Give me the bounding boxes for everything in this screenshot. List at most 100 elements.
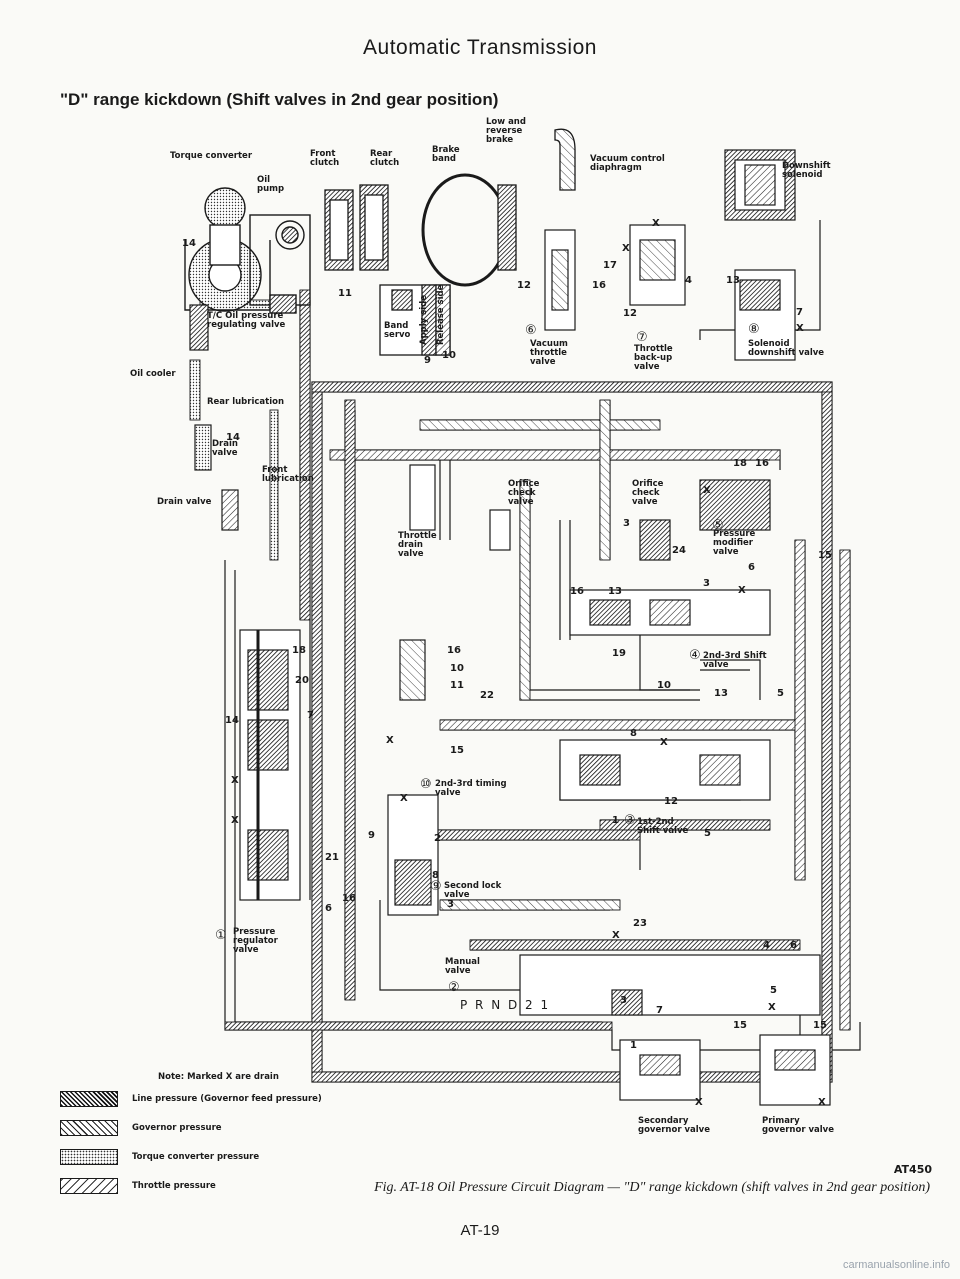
label-oil-cooler: Oil cooler: [130, 369, 176, 379]
port-number: 19: [612, 648, 626, 659]
circled-number-10: ⑩: [420, 777, 432, 792]
drain-mark: X: [400, 793, 408, 804]
label-drain-valve-lower: Drain valve: [157, 497, 212, 507]
legend-swatch: [60, 1178, 118, 1194]
drain-mark: X: [818, 1097, 826, 1108]
label-band-servo: Band servo: [384, 321, 411, 340]
port-number: 22: [480, 690, 494, 701]
port-number: 2: [434, 833, 441, 844]
port-number: 9: [424, 355, 431, 366]
figure-code: AT450: [893, 1163, 932, 1176]
clutch-assemblies: [324, 128, 576, 287]
label-brake-band: Brake band: [432, 145, 460, 164]
port-number: 14: [182, 238, 196, 249]
port-number: 12: [517, 280, 531, 291]
legend-swatch: [60, 1120, 118, 1136]
watermark: carmanualsonline.info: [842, 1259, 950, 1271]
port-number: 15: [818, 550, 832, 561]
port-number: 3: [623, 518, 630, 529]
port-number: 14: [225, 715, 239, 726]
port-number: 1: [630, 1040, 637, 1051]
port-number: 7: [656, 1005, 663, 1016]
port-number: 23: [633, 918, 647, 929]
page-number: AT-19: [460, 1222, 500, 1239]
circled-number-6: ⑥: [525, 323, 537, 338]
drain-mark: X: [386, 735, 394, 746]
drain-mark: X: [652, 218, 660, 229]
drain-mark: X: [231, 775, 239, 786]
port-number: 9: [368, 830, 375, 841]
label-timing-valve-2-3: 2nd-3rd timing valve: [435, 779, 507, 798]
port-number: 12: [664, 796, 678, 807]
port-number: 8: [630, 728, 637, 739]
port-number: 10: [657, 680, 671, 691]
port-number: 8: [432, 870, 439, 881]
label-front-lubrication: Front lubrication: [262, 465, 314, 484]
label-drain-valve-upper: Drain valve: [212, 439, 238, 458]
label-second-lock-valve: Second lock valve: [444, 881, 502, 900]
port-number: 12: [623, 308, 637, 319]
label-solenoid-downshift-valve: Solenoid downshift valve: [748, 339, 825, 358]
port-number: 24: [672, 545, 686, 556]
port-number: 16: [342, 893, 356, 904]
circled-number-2: ②: [448, 980, 460, 995]
legend-label: Governor pressure: [132, 1123, 222, 1133]
legend-swatch: [60, 1149, 118, 1165]
port-number: 14: [226, 432, 240, 443]
label-downshift-solenoid: Downshift solenoid: [782, 161, 831, 180]
port-number: 16: [592, 280, 606, 291]
label-low-reverse-brake: Low and reverse brake: [486, 117, 526, 145]
label-rear-lubrication: Rear lubrication: [207, 397, 284, 407]
port-number: 11: [450, 680, 464, 691]
label-torque-converter: Torque converter: [170, 151, 253, 161]
label-apply-side: Apply side: [419, 295, 429, 345]
circled-number-1: ①: [215, 928, 227, 943]
diagram-title: "D" range kickdown (Shift valves in 2nd …: [60, 90, 499, 109]
label-release-side: Release side: [436, 284, 446, 345]
port-number: 13: [608, 586, 622, 597]
port-number: 15: [813, 1020, 827, 1031]
label-orifice-check-valve-2: Orifice check valve: [632, 479, 664, 507]
label-throttle-drain-valve: Throttle drain valve: [398, 531, 437, 559]
label-pressure-regulator-valve: Pressure regulator valve: [233, 927, 278, 955]
label-orifice-check-valve-1: Orifice check valve: [508, 479, 540, 507]
page-header: Automatic Transmission: [363, 36, 597, 59]
port-number: 7: [796, 307, 803, 318]
figure-caption: Fig. AT-18 Oil Pressure Circuit Diagram …: [374, 1180, 930, 1195]
label-vacuum-throttle-valve: Vacuum throttle valve: [530, 339, 568, 367]
label-prnd21: P R N D 2 1: [460, 998, 551, 1012]
valve-bodies: [189, 149, 831, 1106]
circled-number-7: ⑦: [636, 330, 648, 345]
label-shift-valve-2-3: 2nd-3rd Shift valve: [703, 651, 767, 670]
label-throttle-backup-valve: Throttle back-up valve: [634, 344, 673, 372]
port-number: 16: [447, 645, 461, 656]
port-number: 18: [292, 645, 306, 656]
port-number: 10: [450, 663, 464, 674]
port-number: 7: [307, 710, 314, 721]
port-number: 5: [704, 828, 711, 839]
drain-mark: X: [622, 243, 630, 254]
port-number: 6: [325, 903, 332, 914]
label-tc-regulating-valve: T/C Oil pressure regulating valve: [207, 311, 286, 330]
drain-mark: X: [768, 1002, 776, 1013]
label-secondary-governor: Secondary governor valve: [638, 1116, 710, 1135]
legend-label: Torque converter pressure: [132, 1152, 260, 1162]
port-number: 3: [447, 899, 454, 910]
label-front-clutch: Front clutch: [310, 149, 340, 168]
port-number: 15: [450, 745, 464, 756]
legend: Line pressure (Governor feed pressure) G…: [60, 1090, 322, 1206]
port-number: 3: [703, 578, 710, 589]
port-number: 16: [570, 586, 584, 597]
port-number: 11: [338, 288, 352, 299]
port-number: 20: [295, 675, 309, 686]
legend-item: Throttle pressure: [60, 1177, 322, 1195]
drain-mark: X: [738, 585, 746, 596]
legend-note: Note: Marked X are drain: [158, 1072, 279, 1082]
label-pressure-modifier-valve: Pressure modifier valve: [713, 529, 756, 557]
legend-swatch: [60, 1091, 118, 1107]
circled-number-8: ⑧: [748, 322, 760, 337]
port-number: 17: [603, 260, 617, 271]
label-manual-valve: Manual valve: [445, 957, 480, 976]
label-shift-valve-1-2: 1st-2nd Shift valve: [637, 817, 689, 836]
